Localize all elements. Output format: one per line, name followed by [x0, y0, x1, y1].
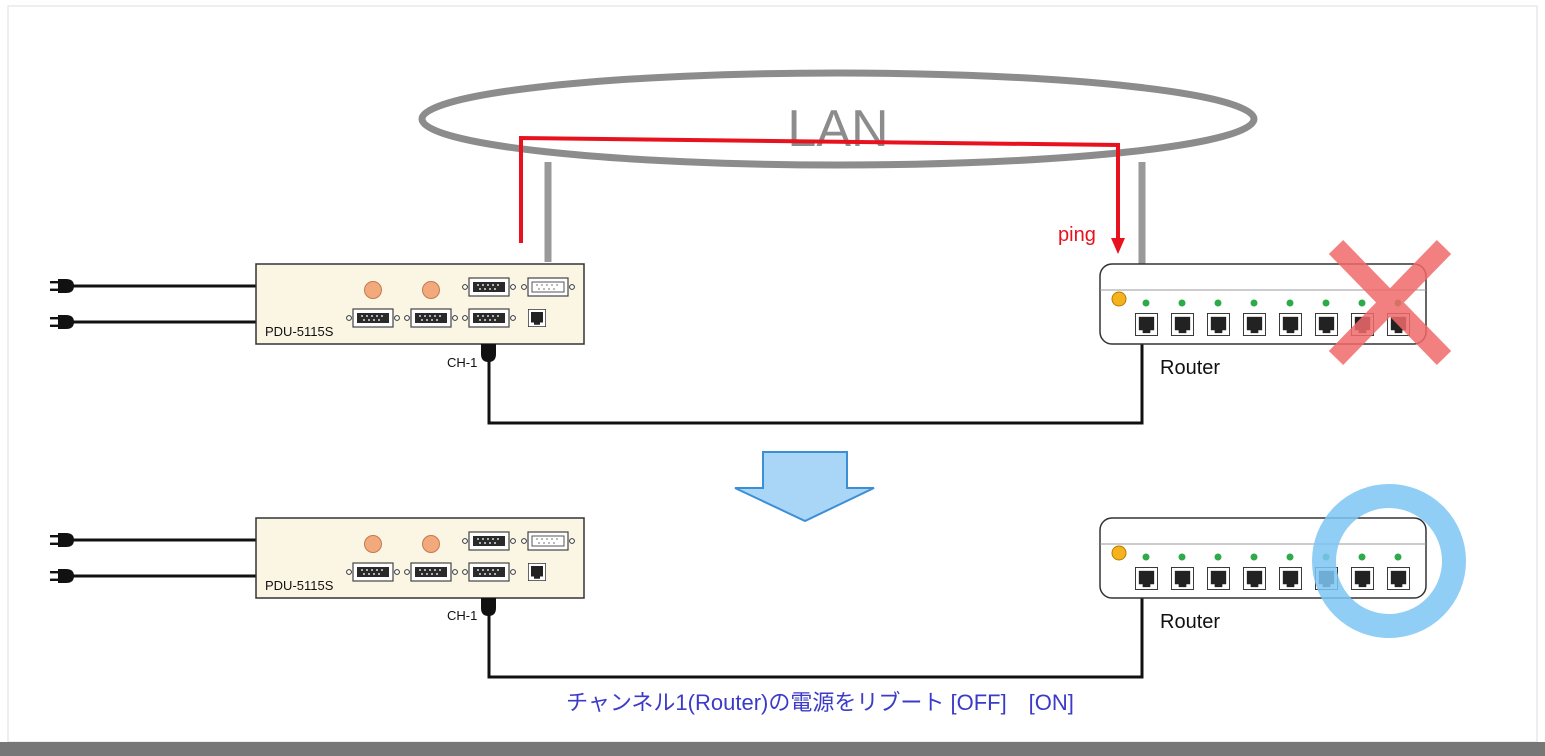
- bottom-bar: [0, 742, 1545, 756]
- pdu-model-label: PDU-5115S: [265, 324, 334, 339]
- indicator-lamp: [364, 535, 382, 553]
- router-label: Router: [1160, 357, 1220, 379]
- serial-port-icon: [462, 531, 516, 551]
- router-lan-port-icon: [1171, 313, 1194, 336]
- serial-port-icon: [346, 562, 400, 582]
- router-lan-port-icon: [1135, 313, 1158, 336]
- serial-port-icon: [521, 277, 575, 297]
- serial-port-icon: [462, 277, 516, 297]
- router-lan-port-icon: [1279, 313, 1302, 336]
- router-label: Router: [1160, 611, 1220, 633]
- lan-ellipse: [418, 69, 1258, 169]
- ping-arrowhead: [1111, 238, 1125, 254]
- router-power-cable: [487, 598, 1144, 679]
- router-lan-port-icon: [1279, 567, 1302, 590]
- router-lan-port-icon: [1315, 313, 1338, 336]
- pdu-model-label: PDU-5115S: [265, 578, 334, 593]
- recovery-ring-icon: [1312, 484, 1466, 638]
- lan-port-icon: [528, 309, 546, 327]
- serial-port-icon: [462, 562, 516, 582]
- pdu-unit-top: PDU-5115S CH-1: [50, 263, 585, 370]
- router-lan-port-icon: [1207, 313, 1230, 336]
- indicator-lamp: [422, 281, 440, 299]
- router-power-led: [1111, 291, 1127, 307]
- pdu-chassis: [255, 517, 585, 599]
- reboot-caption: チャンネル1(Router)の電源をリブート [OFF] [ON]: [566, 690, 1074, 715]
- pdu-chassis: [255, 263, 585, 345]
- router-lan-port-icon: [1351, 567, 1374, 590]
- serial-port-icon: [346, 308, 400, 328]
- serial-port-icon: [462, 308, 516, 328]
- serial-port-icon: [404, 562, 458, 582]
- pdu-unit-bottom: PDU-5115S CH-1: [50, 517, 585, 623]
- ping-path: [519, 135, 1120, 243]
- router-lan-port-icon: [1207, 567, 1230, 590]
- router-power-led: [1111, 545, 1127, 561]
- router-lan-port-icon: [1135, 567, 1158, 590]
- indicator-lamp: [422, 535, 440, 553]
- router-lan-port-icon: [1171, 567, 1194, 590]
- lan-port-icon: [528, 563, 546, 581]
- serial-port-icon: [521, 531, 575, 551]
- outlet-plug-icon: [481, 598, 496, 616]
- outlet-plug-icon: [481, 344, 496, 362]
- ping-label: ping: [1058, 224, 1096, 246]
- lan-label: LAN: [787, 100, 888, 158]
- router-power-cable: [487, 344, 1144, 425]
- router-lan-port-icon: [1387, 567, 1410, 590]
- channel-label: CH-1: [447, 608, 477, 623]
- channel-label: CH-1: [447, 355, 477, 370]
- router-lan-port-icon: [1243, 313, 1266, 336]
- failure-x-icon: [1328, 240, 1452, 365]
- router-port-leds: [1142, 553, 1402, 561]
- router-lan-port-icon: [1243, 567, 1266, 590]
- router-bottom: Router: [1099, 517, 1427, 633]
- serial-port-icon: [404, 308, 458, 328]
- transition-arrow-icon: [734, 451, 875, 523]
- indicator-lamp: [364, 281, 382, 299]
